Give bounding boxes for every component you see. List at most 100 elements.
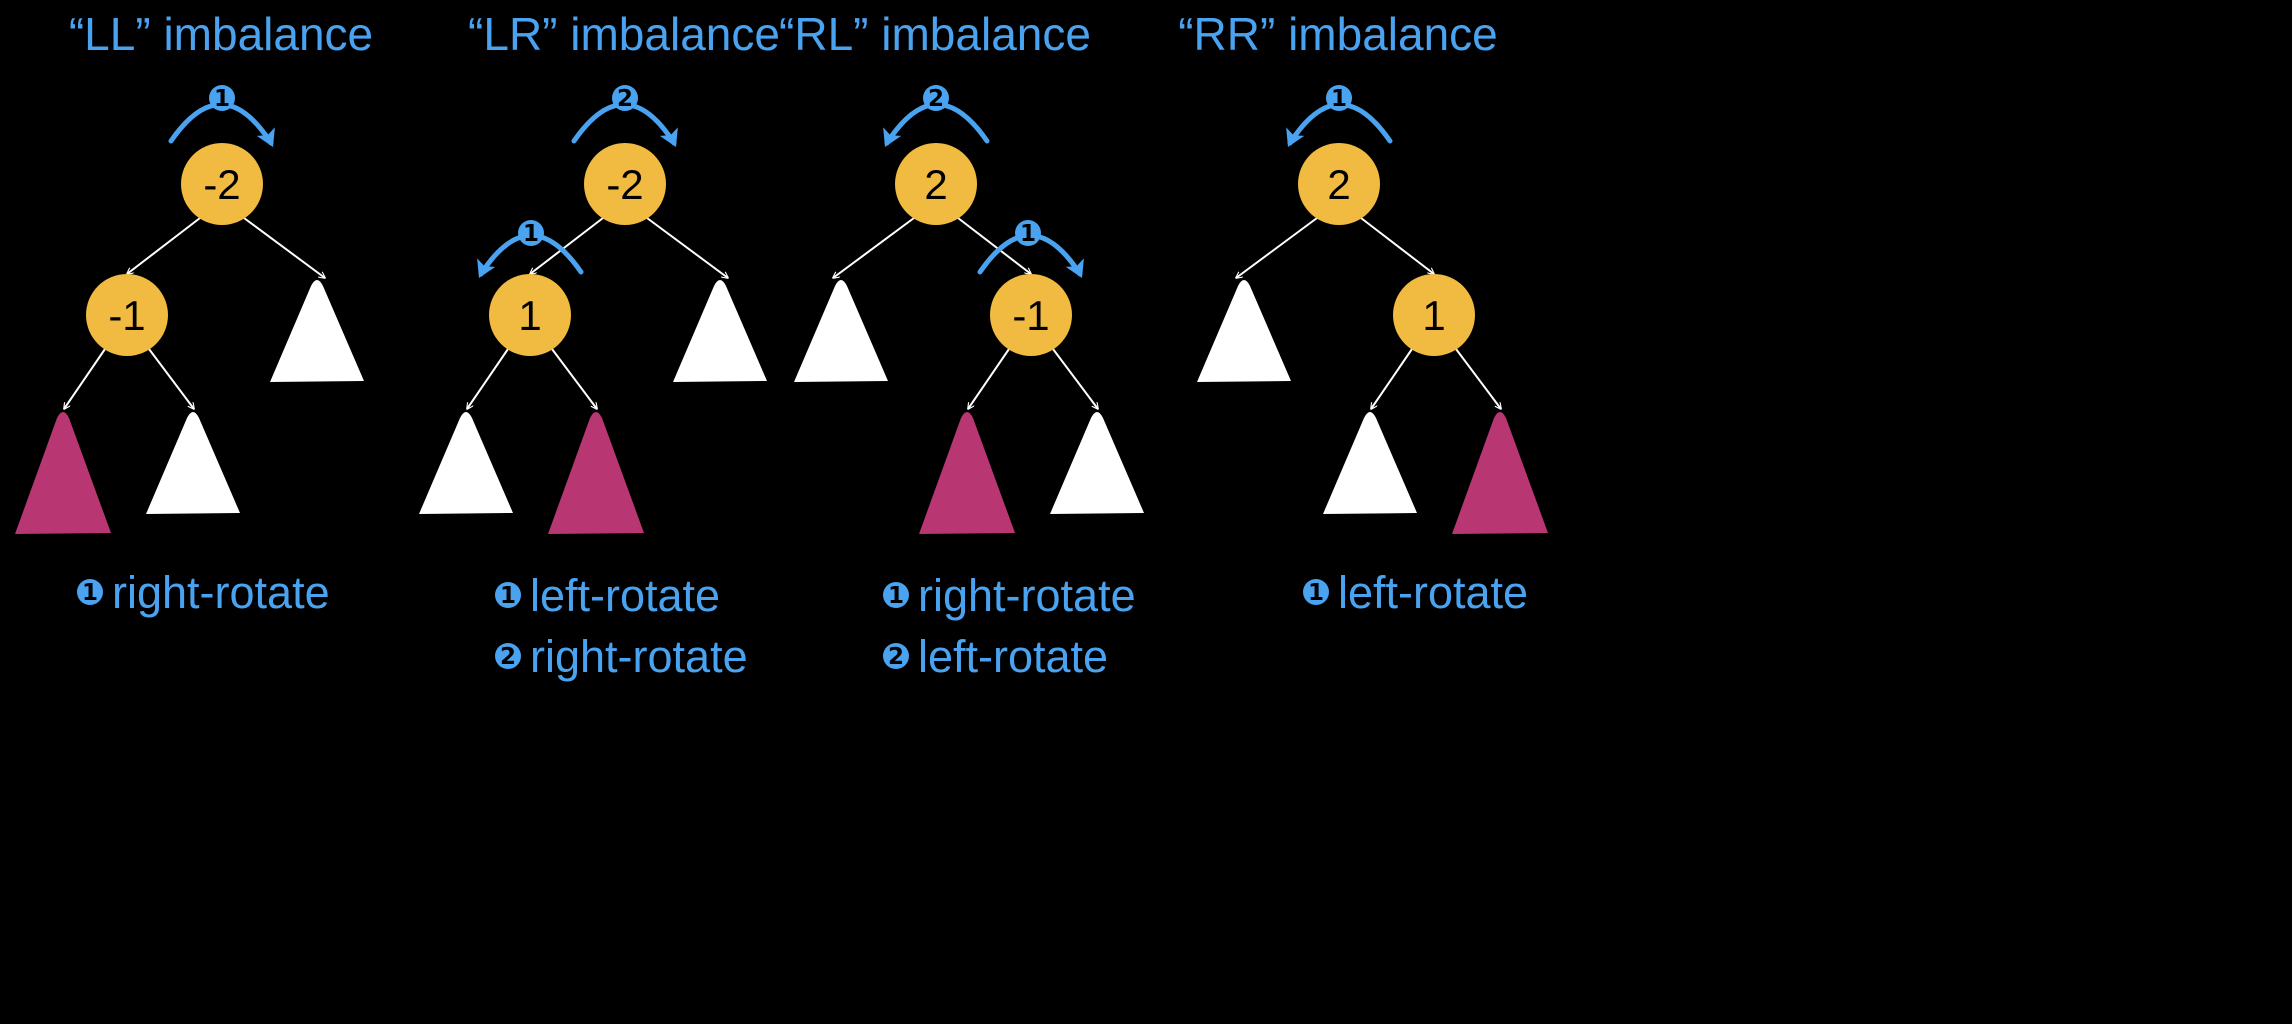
child-rotation-badge: 1 xyxy=(518,220,544,247)
top-rotation-badge: 2 xyxy=(923,85,949,112)
panel-2: “LR” imbalance 2 -2 1 1 1 left-rotate 2 right-ro… xyxy=(419,8,780,682)
edge-child-to-right-subtree xyxy=(1052,348,1098,409)
top-node-circle xyxy=(895,143,977,225)
top-node-value: 2 xyxy=(1327,161,1350,208)
top-node-circle xyxy=(181,143,263,225)
step-label: left-rotate xyxy=(1338,567,1528,618)
step-badge-number: 1 xyxy=(1308,580,1324,606)
right-subtree xyxy=(1050,412,1144,514)
edge-top-to-subtree xyxy=(1236,217,1318,278)
child-node-circle xyxy=(990,274,1072,356)
child-rotation-badge-number: 1 xyxy=(1020,221,1036,247)
top-rotation-arrow-head xyxy=(1286,127,1305,147)
step-badge: 1 xyxy=(495,582,521,609)
top-rotation-badge-circle xyxy=(1326,85,1352,111)
top-rotation-badge-circle xyxy=(612,85,638,111)
child-node-value: -1 xyxy=(1012,292,1049,339)
child-rotation-badge-circle xyxy=(518,220,544,246)
top-node-circle xyxy=(1298,143,1380,225)
sibling-subtree xyxy=(794,280,888,382)
child-rotation-badge-circle xyxy=(1015,220,1041,246)
top-node: 2 xyxy=(895,143,977,225)
top-rotation-badge-circle xyxy=(209,85,235,111)
top-rotation-badge: 1 xyxy=(209,85,235,112)
edge-child-to-right-subtree xyxy=(551,348,597,409)
edge-top-to-subtree xyxy=(243,217,325,278)
edge-child-to-right-subtree xyxy=(1455,348,1501,409)
step-badge: 1 xyxy=(1303,579,1329,606)
child-rotation-arrow-head xyxy=(477,258,496,278)
top-rotation-badge-number: 2 xyxy=(928,86,944,112)
step-label: right-rotate xyxy=(918,570,1136,621)
step-badge-circle xyxy=(495,643,521,669)
top-node-value: -2 xyxy=(606,161,643,208)
child-node: -1 xyxy=(86,274,168,356)
step-badge: 1 xyxy=(883,582,909,609)
step-label: left-rotate xyxy=(530,570,720,621)
heavy-subtree xyxy=(548,412,644,534)
child-node-value: -1 xyxy=(108,292,145,339)
panel-4: “RR” imbalance 1 2 1 1 left-rotate xyxy=(1178,8,1548,618)
edge-child-to-right-subtree xyxy=(148,348,194,409)
child-node: -1 xyxy=(990,274,1072,356)
step-badge: 2 xyxy=(495,643,521,670)
top-rotation-badge-number: 1 xyxy=(214,86,230,112)
child-node-circle xyxy=(1393,274,1475,356)
edge-top-to-child xyxy=(530,217,604,274)
child-node-circle xyxy=(86,274,168,356)
top-rotation-badge-circle xyxy=(923,85,949,111)
top-node: -2 xyxy=(584,143,666,225)
sibling-subtree xyxy=(673,280,767,382)
top-node-value: -2 xyxy=(203,161,240,208)
step-badge-circle xyxy=(495,582,521,608)
child-node: 1 xyxy=(1393,274,1475,356)
heavy-subtree xyxy=(15,412,111,534)
step-badge-number: 1 xyxy=(82,580,98,606)
step-label: right-rotate xyxy=(530,631,748,682)
left-subtree xyxy=(1323,412,1417,514)
left-subtree xyxy=(419,412,513,514)
top-rotation-arrow-head xyxy=(883,127,902,147)
edge-top-to-subtree xyxy=(646,217,728,278)
edge-top-to-child xyxy=(127,217,201,274)
step-badge-number: 2 xyxy=(500,644,516,670)
edge-child-to-left-subtree xyxy=(64,348,106,409)
top-rotation-arrow-head xyxy=(659,127,678,147)
step-badge-number: 1 xyxy=(500,583,516,609)
top-rotation-badge: 1 xyxy=(1326,85,1352,112)
panel-title: “RL” imbalance xyxy=(779,8,1091,60)
top-node-value: 2 xyxy=(924,161,947,208)
top-node: 2 xyxy=(1298,143,1380,225)
child-node: 1 xyxy=(489,274,571,356)
step-badge-number: 2 xyxy=(888,644,904,670)
panel-title: “LR” imbalance xyxy=(468,8,780,60)
step-badge-circle xyxy=(883,582,909,608)
edge-top-to-child xyxy=(1360,217,1434,274)
step-badge: 2 xyxy=(883,643,909,670)
sibling-subtree xyxy=(1197,280,1291,382)
panel-title: “LL” imbalance xyxy=(69,8,373,60)
child-rotation-badge-number: 1 xyxy=(523,221,539,247)
edge-top-to-child xyxy=(957,217,1031,274)
top-rotation-arrow-head xyxy=(256,127,275,147)
edge-child-to-left-subtree xyxy=(1371,348,1413,409)
top-rotation-badge-number: 2 xyxy=(617,86,633,112)
sibling-subtree xyxy=(270,280,364,382)
heavy-subtree xyxy=(1452,412,1548,534)
child-node-value: 1 xyxy=(518,292,541,339)
top-node-circle xyxy=(584,143,666,225)
edge-child-to-left-subtree xyxy=(968,348,1010,409)
step-badge-circle xyxy=(1303,579,1329,605)
step-label: right-rotate xyxy=(112,567,330,618)
panel-title: “RR” imbalance xyxy=(1178,8,1498,60)
right-subtree xyxy=(146,412,240,514)
step-badge-circle xyxy=(883,643,909,669)
heavy-subtree xyxy=(919,412,1015,534)
top-rotation-badge-number: 1 xyxy=(1331,86,1347,112)
panel-1: “LL” imbalance 1 -2 -1 1 right-rotate xyxy=(15,8,373,618)
edge-child-to-left-subtree xyxy=(467,348,509,409)
edge-top-to-subtree xyxy=(833,217,915,278)
